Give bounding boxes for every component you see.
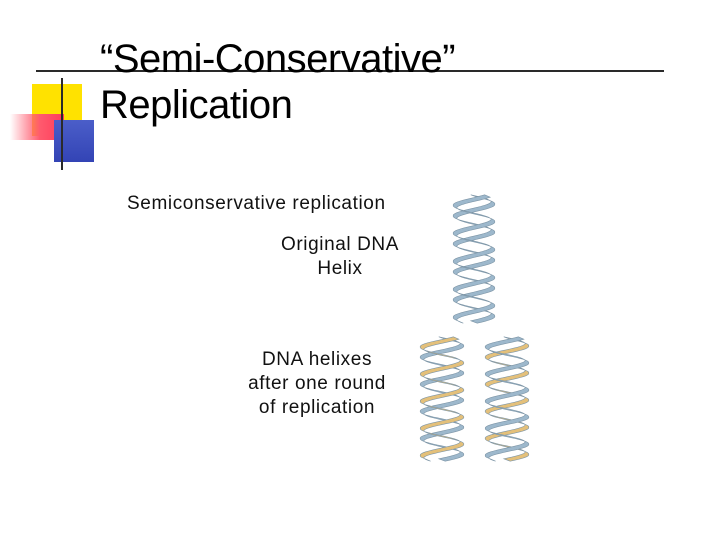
slide-title: “Semi-Conservative” Replication (100, 36, 660, 128)
title-underline-rule (36, 70, 664, 72)
original-dna-helix (452, 194, 496, 324)
logo-vertical-rule (61, 78, 63, 170)
daughter-dna-helix-left (419, 336, 465, 462)
original-helix-label-line-2: Helix (317, 258, 363, 279)
replicated-helixes-label: DNA helixes after one round of replicati… (222, 348, 412, 420)
dna-strand-b (484, 336, 530, 462)
replicated-helixes-label-line-3: of replication (258, 397, 376, 418)
slide-title-line-1: “Semi-Conservative” (100, 37, 456, 81)
slide-logo-decoration (0, 70, 110, 170)
dna-strand-b (419, 336, 465, 462)
replicated-helixes-label-line-2: after one round (248, 373, 386, 394)
original-helix-label-line-1: Original DNA (280, 234, 400, 255)
logo-blue-square (54, 120, 94, 162)
original-helix-label: Original DNA Helix (250, 233, 430, 281)
slide-title-line-2: Replication (100, 83, 293, 127)
dna-strand-b (452, 194, 496, 324)
replicated-helixes-label-line-1: DNA helixes (261, 349, 373, 370)
diagram-heading: Semiconservative replication (127, 193, 386, 214)
daughter-dna-helix-right (484, 336, 530, 462)
